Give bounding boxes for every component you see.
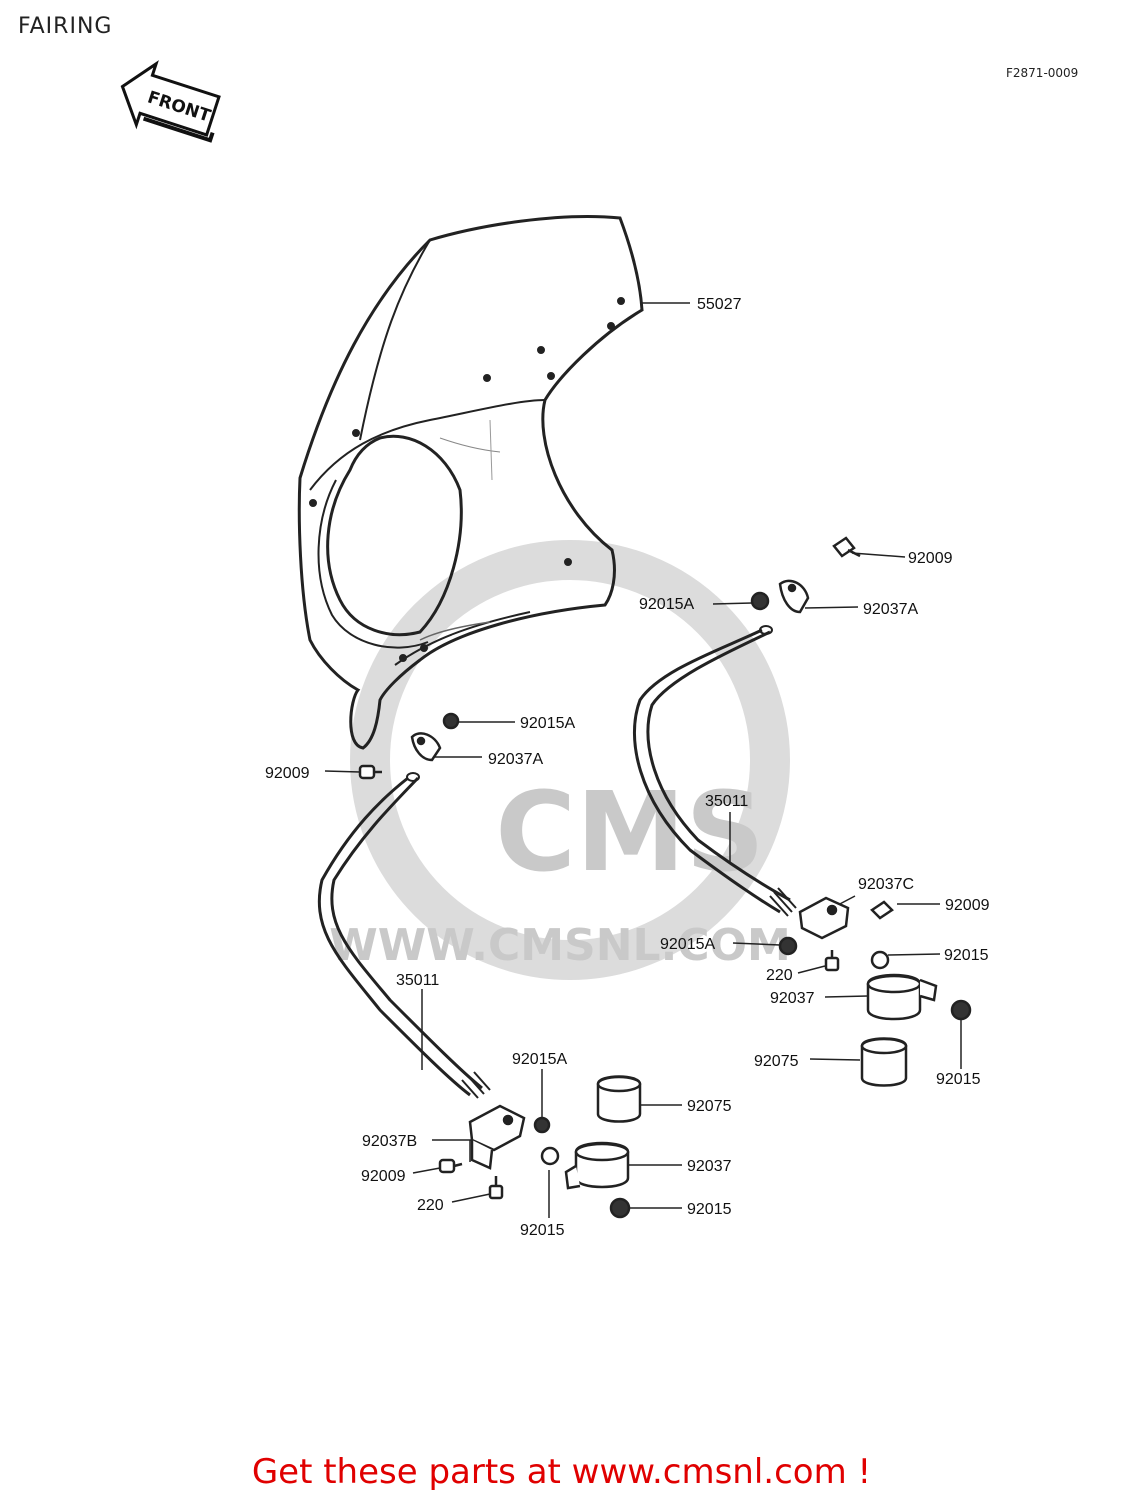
part-label-92009: 92009 bbox=[361, 1168, 406, 1185]
bracket-icon bbox=[410, 732, 442, 762]
bolt-icon bbox=[832, 536, 861, 558]
page-title: FAIRING bbox=[18, 14, 113, 39]
part-label-92015: 92015 bbox=[944, 947, 989, 964]
part-label-220: 220 bbox=[417, 1197, 444, 1214]
nut-icon bbox=[750, 591, 770, 611]
bolt-icon bbox=[358, 764, 382, 780]
front-arrow-icon: FRONT bbox=[120, 60, 221, 143]
part-label-92009: 92009 bbox=[265, 765, 310, 782]
nut-icon bbox=[442, 712, 460, 730]
part-label-92015A: 92015A bbox=[660, 936, 715, 953]
part-number-labels: 55027 92009 92015A 92037A 92015A 92009 9… bbox=[265, 296, 990, 1239]
leader-lines bbox=[324, 302, 962, 1218]
nut-icon bbox=[533, 1116, 551, 1134]
part-label-92037C: 92037C bbox=[858, 876, 914, 893]
figure-code: F2871-0009 bbox=[1006, 66, 1079, 80]
part-label-35011: 35011 bbox=[705, 793, 748, 810]
watermark-logo-text: CMS bbox=[495, 768, 764, 896]
bolt-icon bbox=[438, 1158, 463, 1174]
part-label-92037B: 92037B bbox=[362, 1133, 417, 1150]
part-label-92015A: 92015A bbox=[512, 1051, 567, 1068]
bolt-icon bbox=[870, 900, 894, 920]
part-label-92075: 92075 bbox=[687, 1098, 732, 1115]
part-label-92037: 92037 bbox=[687, 1158, 732, 1175]
part-label-92009: 92009 bbox=[908, 550, 953, 567]
clamp-icon bbox=[866, 973, 938, 1021]
part-label-92015: 92015 bbox=[936, 1071, 981, 1088]
get-parts-link[interactable]: Get these parts at www.cmsnl.com ! bbox=[251, 1452, 872, 1492]
part-label-92075: 92075 bbox=[754, 1053, 799, 1070]
stay-rod-right bbox=[633, 625, 797, 917]
part-label-92015: 92015 bbox=[687, 1201, 732, 1218]
watermark-url: WWW.CMSNL.COM bbox=[329, 920, 791, 971]
bolt-icon bbox=[488, 1176, 504, 1200]
stay-rod-left bbox=[317, 772, 491, 1099]
part-label-92037: 92037 bbox=[770, 990, 815, 1007]
hardware-parts bbox=[358, 536, 972, 1219]
bolt-icon bbox=[824, 950, 840, 972]
part-label-35011: 35011 bbox=[396, 972, 439, 989]
part-label-92037A: 92037A bbox=[488, 751, 543, 768]
rubber-sleeve-icon bbox=[860, 1037, 908, 1087]
rubber-sleeve-icon bbox=[596, 1075, 642, 1123]
part-label-92015A: 92015A bbox=[520, 715, 575, 732]
washer-icon bbox=[870, 950, 890, 970]
clamp-icon bbox=[564, 1141, 630, 1190]
part-label-55027: 55027 bbox=[697, 296, 742, 313]
part-label-92037A: 92037A bbox=[863, 601, 918, 618]
part-label-92015A: 92015A bbox=[639, 596, 694, 613]
fairing-windscreen bbox=[297, 215, 644, 750]
nut-icon bbox=[778, 936, 798, 956]
watermark: CMS WWW.CMSNL.COM bbox=[329, 540, 791, 980]
part-label-92015: 92015 bbox=[520, 1222, 565, 1239]
clamp-block-icon bbox=[798, 896, 850, 940]
nut-icon bbox=[609, 1197, 631, 1219]
part-label-220: 220 bbox=[766, 967, 793, 984]
nut-icon bbox=[950, 999, 972, 1021]
bracket-icon bbox=[778, 579, 810, 614]
part-label-92009: 92009 bbox=[945, 897, 990, 914]
washer-icon bbox=[540, 1146, 560, 1166]
